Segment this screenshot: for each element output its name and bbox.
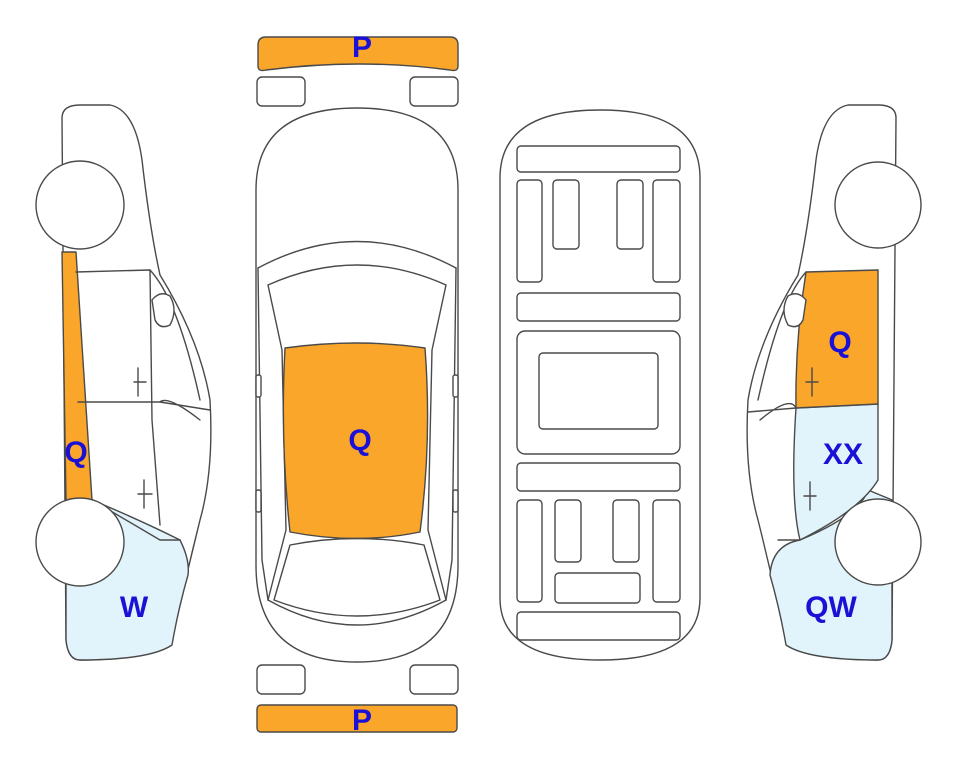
floor-rear-bar-end: [516, 611, 681, 641]
rear-bumper-label: P: [352, 704, 372, 737]
right-side-line: [427, 284, 447, 601]
right-front-door-panel[interactable]: [795, 269, 879, 409]
floor-front-right-pad: [616, 179, 644, 250]
right-pillar: [759, 402, 797, 421]
left-sill-label: Q: [64, 436, 87, 469]
right-side-mirror: [783, 293, 807, 328]
floor-front-left-pad: [552, 179, 580, 250]
right-front-door-label: Q: [828, 326, 851, 359]
right-front-wheel: [834, 161, 922, 249]
floor-rear-left-pad: [554, 499, 582, 563]
floor-rear-right-pad: [612, 499, 640, 563]
top-view-body-outline: [255, 107, 459, 663]
roof-panel[interactable]: [282, 342, 429, 540]
left-door-split: [149, 269, 161, 526]
floor-center-panel: [538, 352, 659, 430]
front-bumper-group: P: [256, 31, 459, 107]
car-right-side-view: Q XX QW: [746, 104, 922, 661]
rear-bumper-panel[interactable]: [256, 704, 458, 733]
rear-window: [273, 537, 441, 617]
left-front-wheel: [35, 160, 125, 250]
car-underside-view: [499, 109, 701, 661]
left-rear-quarter-label: W: [120, 591, 149, 624]
left-belt-line: [77, 401, 211, 411]
floor-rear-tank: [554, 572, 641, 604]
right-mirror-2: [452, 489, 459, 513]
right-mirror: [452, 374, 459, 398]
right-side-line-2: [445, 267, 457, 601]
windshield-edge: [257, 240, 457, 269]
floor-front-left-rail: [516, 179, 543, 283]
front-bumper-panel[interactable]: [257, 36, 459, 72]
right-front-handle: [805, 367, 819, 397]
rear-left-light: [256, 664, 306, 695]
right-rear-quarter-label: QW: [805, 591, 857, 624]
left-lower-line: [91, 499, 181, 541]
floor-front-right-rail: [652, 179, 681, 283]
left-mirror-2: [255, 489, 262, 513]
windshield-lower: [267, 264, 447, 286]
left-mirror: [255, 374, 262, 398]
right-belt-line: [747, 407, 797, 413]
left-side-mirror: [151, 293, 175, 328]
left-rear-wheel: [35, 497, 125, 587]
rear-right-light: [409, 664, 459, 695]
car-left-side-view: Q W: [35, 104, 212, 661]
car-top-view: Q: [255, 107, 459, 663]
right-rear-wheel: [834, 498, 922, 586]
floor-mid-bar: [516, 292, 681, 322]
front-left-light: [256, 76, 306, 107]
rear-deck-line: [267, 599, 447, 626]
right-rear-door-label: XX: [823, 438, 863, 471]
roof-label: Q: [348, 424, 371, 457]
floor-front-bar: [516, 145, 681, 173]
right-rear-handle: [803, 481, 817, 511]
front-right-light: [409, 76, 459, 107]
left-rear-handle: [137, 479, 153, 509]
left-pillar: [159, 399, 201, 421]
floor-rear-right-rail: [652, 499, 681, 603]
floor-rear-bar: [516, 462, 681, 492]
left-front-handle: [133, 367, 147, 397]
rear-bumper-group: P: [256, 664, 459, 737]
floor-rear-left-rail: [516, 499, 543, 603]
underside-outline: [499, 109, 701, 661]
left-side-line-2: [257, 267, 269, 601]
front-bumper-label: P: [352, 31, 372, 64]
right-window-line: [757, 271, 807, 401]
